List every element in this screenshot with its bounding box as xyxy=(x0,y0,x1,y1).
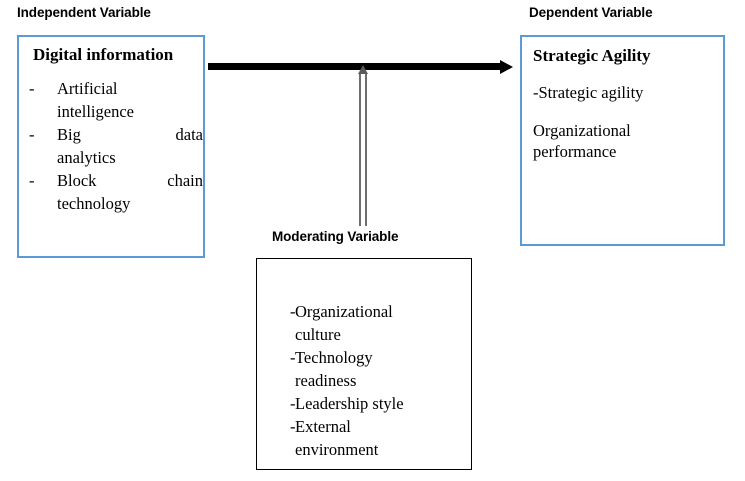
list-item-line-2: analytics xyxy=(57,148,116,167)
list-item-line-1: Organizational xyxy=(295,302,393,321)
main-arrow-head-icon xyxy=(500,59,513,74)
list-item-line-2: readiness xyxy=(295,371,357,390)
list-item-line-1: Leadership style xyxy=(295,394,404,413)
dependent-variable-line-1: -Strategic agility xyxy=(533,83,644,102)
list-bullet-dash: - xyxy=(290,417,296,436)
list-item-line-2: technology xyxy=(57,194,131,213)
dependent-variable-caption: Dependent Variable xyxy=(529,5,653,20)
list-item-line-1: Big data xyxy=(57,125,203,144)
independent-variable-box: Digital information - Artificial intelli… xyxy=(17,35,205,258)
main-arrow-shaft xyxy=(208,63,502,70)
list-bullet-dash: - xyxy=(29,79,35,98)
list-item: - External environment xyxy=(257,415,471,461)
list-item: - Artificial intelligence xyxy=(19,77,203,123)
independent-variable-caption: Independent Variable xyxy=(17,5,151,20)
list-item: - Big data analytics xyxy=(19,123,203,169)
list-item: - Technology readiness xyxy=(257,346,471,392)
moderating-variable-caption: Moderating Variable xyxy=(272,229,399,244)
list-bullet-dash: - xyxy=(290,302,296,321)
dependent-variable-box: Strategic Agility -Strategic agility Org… xyxy=(520,35,725,246)
dependent-variable-heading: Strategic Agility xyxy=(533,46,651,65)
moderating-arrow-head-icon xyxy=(358,65,368,74)
dependent-variable-line-2: Organizational xyxy=(533,121,631,140)
dependent-variable-line-3: performance xyxy=(533,142,617,161)
moderating-variable-box: - Organizational culture - Technology re… xyxy=(256,258,472,470)
list-bullet-dash: - xyxy=(29,125,35,144)
list-bullet-dash: - xyxy=(290,348,296,367)
list-item-line-1: Block chain xyxy=(57,171,203,190)
list-item-line-1: Technology xyxy=(295,348,373,367)
list-item: - Leadership style xyxy=(257,392,471,415)
list-bullet-dash: - xyxy=(290,394,296,413)
list-item: - Block chain technology xyxy=(19,169,203,215)
independent-variable-heading: Digital information xyxy=(33,45,174,64)
independent-variable-list: - Artificial intelligence - Big data ana… xyxy=(19,77,203,215)
list-bullet-dash: - xyxy=(29,171,35,190)
moderating-arrow-shaft xyxy=(359,74,367,226)
list-item-line-2: intelligence xyxy=(57,102,134,121)
list-item-line-2: culture xyxy=(295,325,341,344)
list-item-line-1: Artificial xyxy=(57,79,118,98)
list-item: - Organizational culture xyxy=(257,300,471,346)
list-item-line-2: environment xyxy=(295,440,379,459)
moderating-variable-list: - Organizational culture - Technology re… xyxy=(257,300,471,461)
list-item-line-1: External xyxy=(295,417,351,436)
